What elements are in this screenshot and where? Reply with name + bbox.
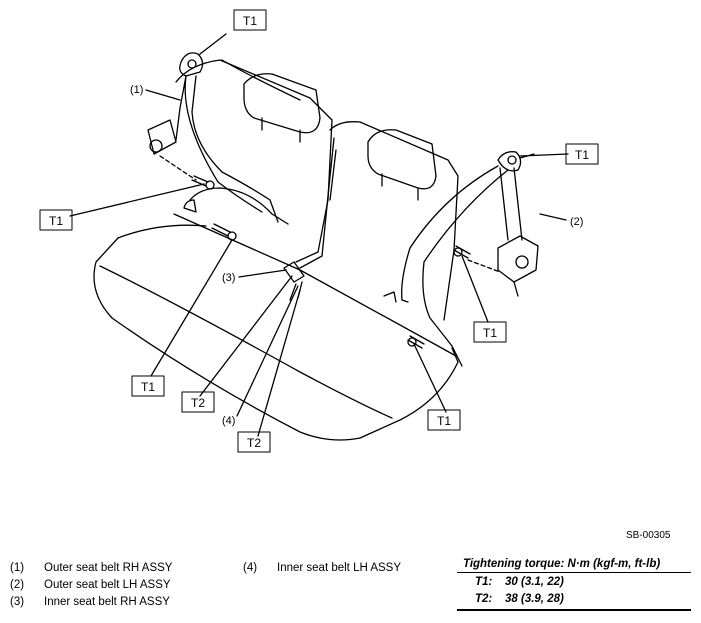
- label-1: (1): [130, 84, 143, 96]
- legend-number: (2): [10, 579, 25, 591]
- legend-left: (1) Outer seat belt RH ASSY (2) Outer se…: [10, 562, 172, 613]
- callout-t2-bottom: T2: [247, 436, 261, 450]
- belt-1-webbing: [175, 75, 279, 223]
- callout-t1-top: T1: [243, 14, 257, 28]
- legend-item: (4) Inner seat belt LH ASSY: [243, 562, 401, 579]
- legend-item: (1) Outer seat belt RH ASSY: [10, 562, 172, 579]
- figure-reference-code: SB-00305: [626, 530, 671, 541]
- headrest-left: [243, 73, 321, 134]
- seatback-right: [329, 121, 459, 321]
- legend-label: Inner seat belt RH ASSY: [44, 596, 170, 608]
- torque-row: T1: 30 (3.1, 22): [457, 573, 691, 590]
- torque-bottom-rule: [457, 607, 691, 611]
- callout-t1-left: T1: [49, 214, 63, 228]
- label-2: (2): [570, 216, 583, 228]
- headrest-right: [367, 129, 437, 190]
- seatback-left: [175, 59, 333, 263]
- label-4: (4): [222, 415, 235, 427]
- torque-label: T1:: [475, 575, 493, 588]
- callout-t2-left: T2: [191, 396, 205, 410]
- torque-label: T2:: [475, 592, 493, 605]
- callout-t1-right-mid: T1: [483, 326, 497, 340]
- belt-2-anchor: [497, 151, 522, 172]
- legend-item: (3) Inner seat belt RH ASSY: [10, 596, 172, 613]
- legend-number: (4): [243, 562, 258, 574]
- torque-table: Tightening torque: N·m (kgf-m, ft-lb) T1…: [457, 558, 691, 611]
- legend-label: Inner seat belt LH ASSY: [277, 562, 402, 574]
- legend-label: Outer seat belt RH ASSY: [44, 562, 173, 574]
- belt-3-buckle: [283, 261, 305, 283]
- torque-row: T2: 38 (3.9, 28): [457, 590, 691, 607]
- belt-2-retractor: [497, 235, 539, 283]
- callout-t1-right: T1: [575, 148, 589, 162]
- belt-2-webbing: [401, 165, 509, 367]
- callout-t1-bottom-left: T1: [141, 380, 155, 394]
- torque-value: 38 (3.9, 28): [505, 592, 564, 605]
- belt-1-anchor: [179, 52, 204, 77]
- legend-label: Outer seat belt LH ASSY: [44, 579, 171, 591]
- seat-cushion: [93, 237, 459, 441]
- legend-number: (3): [10, 596, 25, 608]
- label-3: (3): [222, 272, 235, 284]
- legend-right: (4) Inner seat belt LH ASSY: [243, 562, 401, 579]
- callout-t1-right-bottom: T1: [437, 414, 451, 428]
- torque-header: Tightening torque: N·m (kgf-m, ft-lb): [457, 558, 691, 573]
- torque-value: 30 (3.1, 22): [505, 575, 564, 588]
- legend-item: (2) Outer seat belt LH ASSY: [10, 579, 172, 596]
- legend-number: (1): [10, 562, 25, 574]
